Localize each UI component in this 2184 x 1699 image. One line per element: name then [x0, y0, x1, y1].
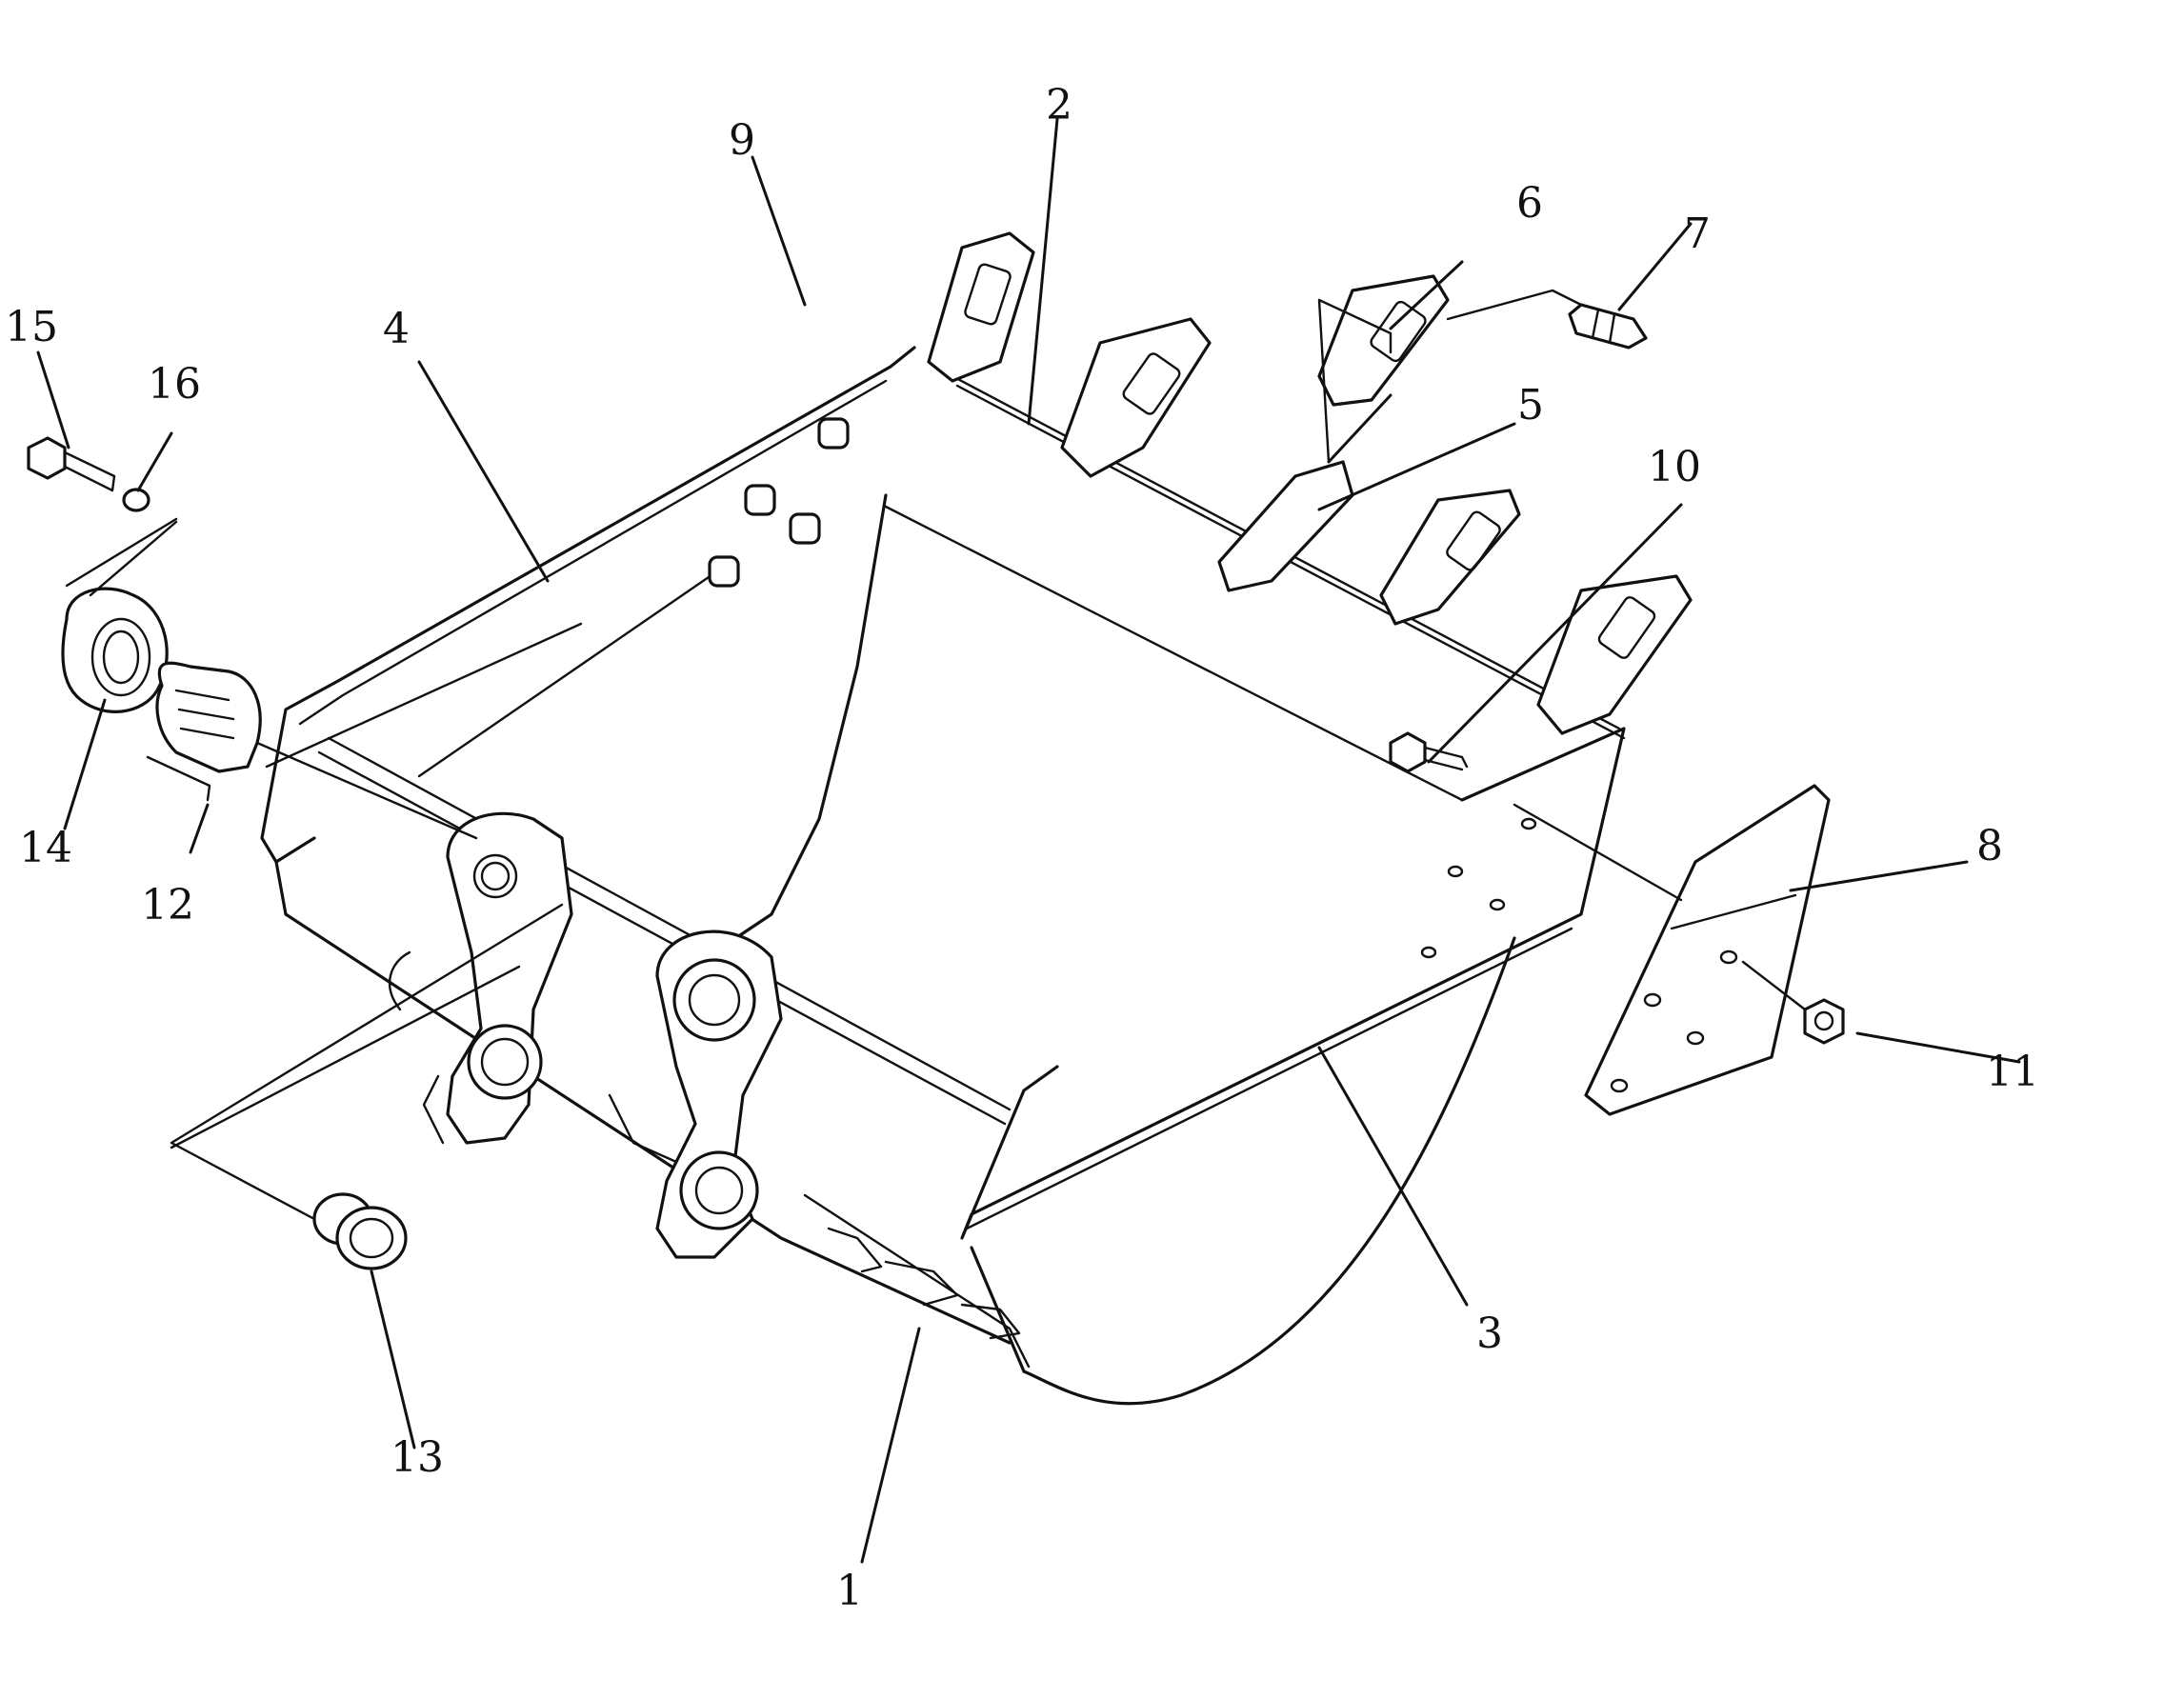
teeth-row: [927, 231, 1693, 735]
tooth-pin: [1568, 303, 1648, 350]
callout-1: 1: [836, 1567, 863, 1615]
callout-labels: 1 2 3 4 5 6 7 8 9 10 11 12 13 14 15 16: [5, 81, 2039, 1615]
callout-5: 5: [1517, 381, 1544, 430]
callout-11: 11: [1986, 1048, 2039, 1096]
nut-11: [1803, 998, 1845, 1045]
callout-6: 6: [1516, 179, 1543, 228]
callout-10: 10: [1648, 443, 1701, 491]
shim-stack-12: [146, 661, 262, 802]
ring-14: [61, 587, 169, 713]
callout-15: 15: [5, 303, 58, 351]
callout-8: 8: [1976, 822, 2003, 870]
callout-3: 3: [1476, 1309, 1503, 1358]
callout-12: 12: [141, 881, 194, 929]
callout-13: 13: [391, 1433, 444, 1482]
side-cutter: [1584, 784, 1831, 1116]
bushing-13: [312, 1192, 408, 1270]
callout-14: 14: [19, 824, 72, 872]
hinge-brackets: [388, 811, 783, 1259]
callout-4: 4: [383, 305, 410, 353]
bolt-15-and-washer-16: [27, 436, 150, 512]
leader-lines: [36, 117, 2021, 1564]
callout-7: 7: [1684, 210, 1711, 258]
bolt-10: [1389, 731, 1469, 773]
callout-9: 9: [729, 116, 755, 165]
callout-2: 2: [1046, 81, 1072, 130]
callout-16: 16: [148, 360, 201, 409]
